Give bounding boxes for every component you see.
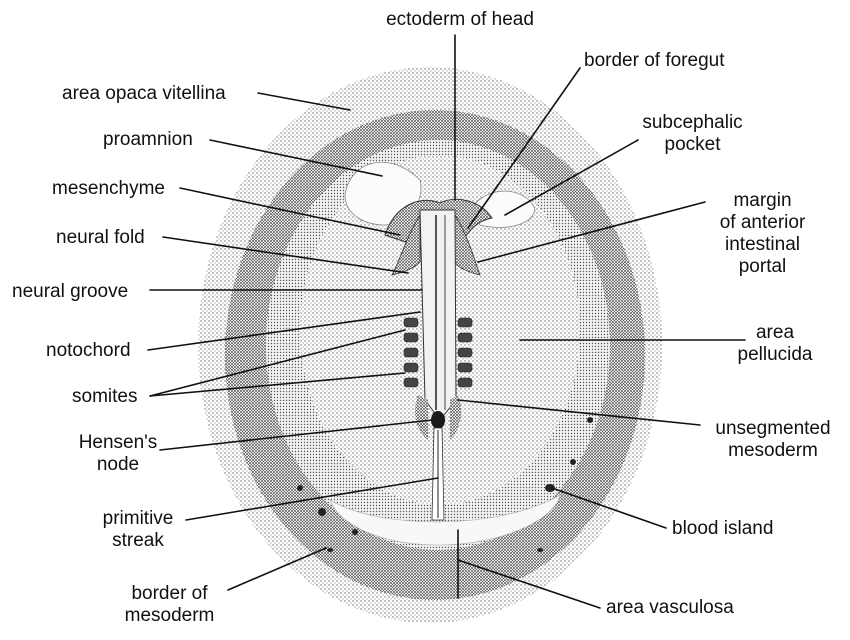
embryo-axis bbox=[420, 210, 456, 420]
label-hensens-node-line2: node bbox=[68, 454, 168, 476]
label-neural-groove: neural groove bbox=[12, 281, 128, 303]
label-area-pellucida-line2: pellucida bbox=[730, 344, 820, 366]
label-area-vasculosa: area vasculosa bbox=[606, 597, 734, 619]
label-subcephalic-pocket: subcephalic pocket bbox=[630, 112, 755, 156]
label-somites: somites bbox=[72, 386, 137, 408]
label-border-of-mesoderm-line1: border of bbox=[112, 583, 227, 605]
label-mesenchyme: mesenchyme bbox=[52, 178, 165, 200]
label-margin-line1: margin bbox=[700, 190, 825, 212]
label-margin-line4: portal bbox=[700, 256, 825, 278]
label-margin-anterior-intestinal-portal: margin of anterior intestinal portal bbox=[700, 190, 825, 278]
label-neural-fold: neural fold bbox=[56, 227, 145, 249]
label-primitive-streak-line1: primitive bbox=[88, 508, 188, 530]
label-unsegmented-line2: mesoderm bbox=[703, 440, 843, 462]
label-margin-line2: of anterior bbox=[700, 212, 825, 234]
label-proamnion: proamnion bbox=[103, 129, 193, 151]
label-primitive-streak-line2: streak bbox=[88, 530, 188, 552]
label-border-of-mesoderm: border of mesoderm bbox=[112, 583, 227, 627]
label-subcephalic-pocket-line1: subcephalic bbox=[630, 112, 755, 134]
label-notochord: notochord bbox=[46, 340, 131, 362]
label-unsegmented-line1: unsegmented bbox=[703, 418, 843, 440]
label-area-opaca-vitellina: area opaca vitellina bbox=[62, 83, 226, 105]
label-subcephalic-pocket-line2: pocket bbox=[630, 134, 755, 156]
label-unsegmented-mesoderm: unsegmented mesoderm bbox=[703, 418, 843, 462]
label-border-of-foregut: border of foregut bbox=[584, 50, 724, 72]
hensens-node-mark bbox=[431, 411, 445, 429]
label-blood-island: blood island bbox=[672, 518, 773, 540]
label-area-pellucida: area pellucida bbox=[730, 322, 820, 366]
label-hensens-node-line1: Hensen's bbox=[68, 432, 168, 454]
label-margin-line3: intestinal bbox=[700, 234, 825, 256]
label-ectoderm-of-head: ectoderm of head bbox=[375, 9, 545, 31]
label-primitive-streak: primitive streak bbox=[88, 508, 188, 552]
label-border-of-mesoderm-line2: mesoderm bbox=[112, 605, 227, 627]
label-area-pellucida-line1: area bbox=[730, 322, 820, 344]
label-hensens-node: Hensen's node bbox=[68, 432, 168, 476]
